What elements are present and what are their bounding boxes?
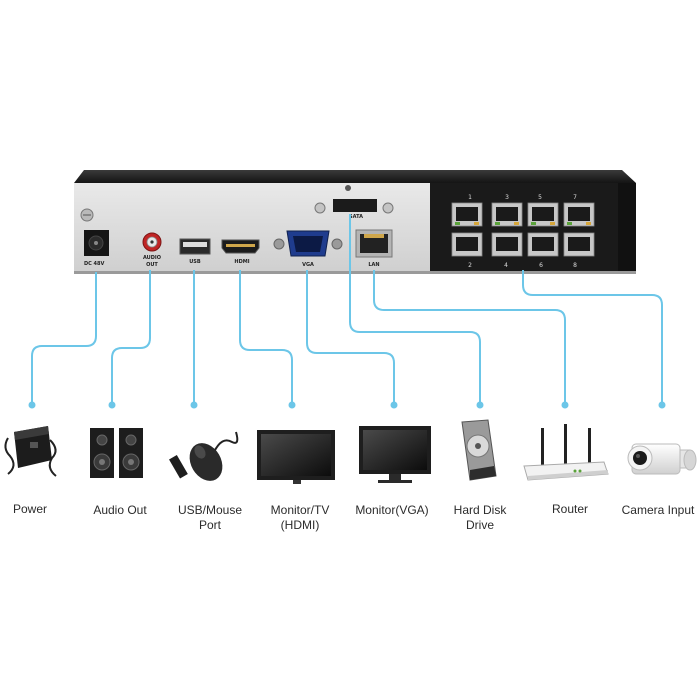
connector-dot (108, 401, 116, 409)
device-label-monitor-tv: Monitor/TV (HDMI) (270, 503, 330, 532)
connector-vga (306, 270, 395, 405)
nvr-side-edge (618, 183, 636, 273)
vga-port-label: VGA (302, 262, 314, 268)
connector-camera (522, 270, 663, 405)
connector-dot (390, 401, 398, 409)
poe-number: 4 (504, 262, 508, 269)
poe-number: 1 (468, 194, 472, 201)
connector-dots (28, 401, 666, 409)
dc-port-label: DC 48V (84, 261, 105, 267)
power-adapter-icon (4, 426, 57, 477)
poe-number: 8 (573, 262, 577, 269)
device-label-camera-input: Camera Input (621, 503, 695, 517)
hdmi-port (221, 239, 260, 254)
usb-port (179, 238, 211, 255)
dc-power-port (84, 230, 109, 256)
poe-number: 2 (468, 262, 472, 269)
device-label-usb-mouse: USB/Mouse Port (177, 503, 243, 532)
connector-dot (658, 401, 666, 409)
poe-number: 3 (505, 194, 509, 201)
nvr-poe-block (430, 183, 636, 273)
speakers-icon (90, 428, 143, 478)
vga-monitor-icon (359, 426, 431, 483)
hdmi-port-label: HDMI (234, 259, 249, 265)
nvr-top-cover (74, 170, 636, 183)
sata-port-label: SATA (349, 214, 363, 220)
lan-port-label: LAN (368, 262, 379, 268)
poe-number: 6 (539, 262, 543, 269)
vga-port (273, 230, 343, 257)
poe-number: 7 (573, 194, 577, 201)
connector-lines (31, 214, 663, 405)
poe-number: 5 (538, 194, 542, 201)
connector-hdmi (239, 270, 293, 405)
monitor-tv-icon (257, 430, 335, 484)
device-label-audio-out: Audio Out (93, 503, 147, 517)
hard-disk-icon (461, 419, 497, 481)
audio-port-label-line1: AUDIO (143, 255, 161, 261)
nvr-device: DC 48V AUDIO OUT USB HDMI VGA (74, 170, 636, 274)
usb-mouse-icon (169, 431, 239, 481)
lan-port (355, 229, 393, 258)
bullet-camera-icon (627, 443, 697, 475)
audio-out-port (142, 232, 162, 252)
poe-port-grid (451, 202, 595, 257)
connector-dot (288, 401, 296, 409)
connector-hdd (349, 214, 481, 405)
connector-dot (28, 401, 36, 409)
nvr-bottom-edge (74, 271, 636, 274)
device-label-router: Router (551, 502, 589, 516)
connector-audio (111, 270, 151, 405)
audio-port-label-line2: OUT (146, 262, 158, 268)
device-label-power: Power (12, 502, 47, 516)
connector-dot (561, 401, 569, 409)
screw-icon (80, 208, 94, 222)
connector-power (31, 272, 97, 405)
router-icon (523, 424, 609, 481)
sata-port (314, 185, 394, 214)
connector-dot (190, 401, 198, 409)
device-label-monitor-vga: Monitor(VGA) (355, 503, 429, 517)
connector-dot (476, 401, 484, 409)
device-label-hard-disk: Hard Disk Drive (453, 503, 507, 532)
usb-port-label: USB (189, 259, 201, 265)
connector-router (373, 270, 566, 405)
